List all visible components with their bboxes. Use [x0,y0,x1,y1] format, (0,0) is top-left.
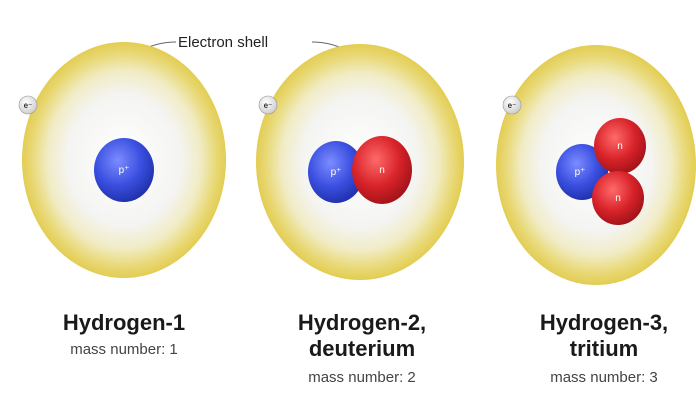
neutron-label: n [615,193,621,204]
nucleus: p⁺ n n [556,118,646,225]
proton-label: p⁺ [331,167,342,178]
atom-hydrogen-1: e⁻ p⁺ Hydrogen-1 mass number: 1 [18,42,226,358]
neutron [592,171,644,225]
electron-label: e⁻ [24,101,33,110]
proton [94,138,154,202]
mass-number: mass number: 2 [308,369,416,386]
nucleus: p⁺ n [308,136,412,204]
atom-title: Hydrogen-3, [540,310,668,335]
electron-shell-label: Electron shell [178,34,268,51]
atom-title-line-2: deuterium [309,336,415,361]
electron: e⁻ [258,95,278,115]
neutron [594,118,646,174]
mass-number: mass number: 1 [70,341,178,358]
electron-shell-callout: Electron shell [141,34,347,51]
proton [308,141,364,203]
atom-title: Hydrogen-2, [298,310,426,335]
neutron-label: n [379,165,385,176]
nucleus: p⁺ [94,138,154,202]
atom-title-line-2: tritium [570,336,638,361]
electron: e⁻ [18,95,38,115]
proton-label: p⁺ [119,165,130,176]
electron: e⁻ [502,95,522,115]
atom-title: Hydrogen-1 [63,310,185,335]
atom-hydrogen-3: e⁻ p⁺ n n Hydrogen-3, tritium mass numbe… [496,45,696,386]
electron-label: e⁻ [264,101,273,110]
electron-label: e⁻ [508,101,517,110]
mass-number: mass number: 3 [550,369,658,386]
neutron-label: n [617,141,623,152]
neutron [352,136,412,204]
proton-label: p⁺ [575,167,586,178]
atom-hydrogen-2: e⁻ p⁺ n Hydrogen-2, deuterium mass numbe… [256,44,464,386]
